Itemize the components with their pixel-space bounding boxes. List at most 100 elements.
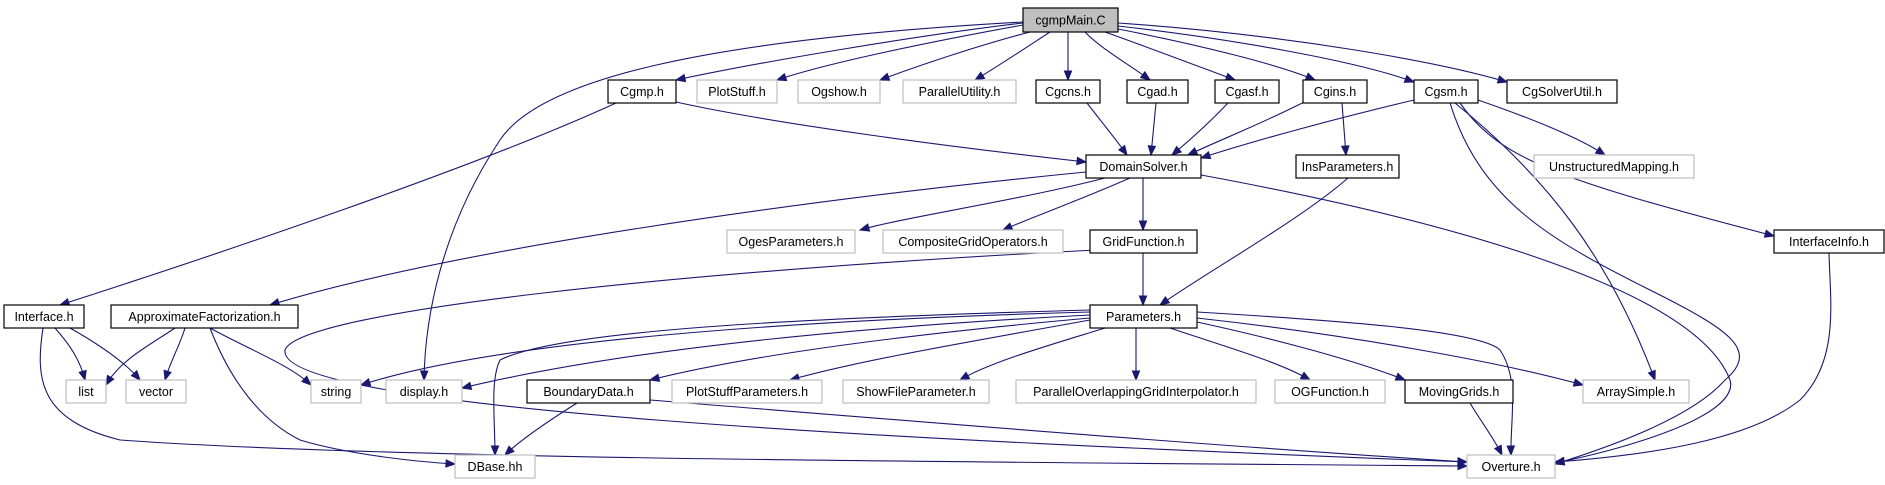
edge-cgins-to-domainsolver [1186,99,1309,156]
node-box [607,79,677,104]
arrowhead-icon [78,369,87,382]
edge-line [493,309,1091,456]
arrowhead-icon [878,72,891,81]
edge-interfaceinfo-to-overture [1553,252,1832,466]
node-parameters[interactable]: Parameters.h [1089,304,1198,329]
edge-line [776,24,1024,81]
node-cgsm[interactable]: Cgsm.h [1413,79,1479,104]
node-interfaceinfo[interactable]: InterfaceInfo.h [1773,229,1885,254]
edge-line [1086,102,1128,156]
node-box [1413,79,1479,104]
node-box [1126,79,1189,104]
arrowhead-icon [130,369,141,382]
arrowhead-icon [1594,146,1607,156]
edge-cgasf-to-domainsolver [1170,102,1229,156]
arrowhead-icon [1340,145,1350,157]
node-movinggrids[interactable]: MovingGrids.h [1404,379,1514,404]
node-label: UnstructuredMapping.h [1549,160,1679,174]
node-cgcns[interactable]: Cgcns.h [1035,79,1101,104]
edge-line [1554,252,1832,463]
node-ogshow: Ogshow.h [797,79,881,104]
edge-line [1117,28,1316,81]
arrowhead-icon [504,445,515,456]
node-label: Cgmp.h [620,85,664,99]
node-box [1274,379,1386,404]
arrowhead-icon [1493,444,1503,457]
arrowhead-icon [490,445,500,457]
edge-line [39,327,1468,467]
arrowhead-icon [1138,295,1148,307]
arrowhead-icon [1224,72,1237,81]
node-label: DomainSolver.h [1099,160,1187,174]
edge-line [1171,102,1229,156]
node-cgsolverutil[interactable]: CgSolverUtil.h [1506,79,1618,104]
node-box [696,79,778,104]
edge-line [1187,99,1309,156]
node-cgins[interactable]: Cgins.h [1302,79,1368,104]
node-box [1085,154,1202,179]
edge-line [209,327,456,465]
edge-layer [39,21,1832,471]
edge-line [649,317,1091,381]
edge-domainsolver-to-overture [1200,174,1732,466]
arrowhead-icon [163,369,172,382]
edge-parameters-to-parallelogi [1131,328,1141,382]
node-cgmp[interactable]: Cgmp.h [607,79,677,104]
node-box [385,379,463,404]
node-compositegridoperators: CompositeGridOperators.h [882,229,1064,254]
node-label: PlotStuffParameters.h [686,385,808,399]
arrowhead-icon [1496,75,1509,84]
arrowhead-icon [1138,220,1148,232]
edge-parameters-to-movinggrids [1196,321,1407,381]
edge-parameters-to-string [359,311,1091,387]
edge-cgmpmain-to-plotstuff [775,24,1024,82]
node-box [526,379,651,404]
edge-cgins-to-insparameters [1340,102,1350,157]
edge-approximatefactorization-to-list [105,327,176,387]
arrowhead-icon [1158,296,1171,306]
node-label: Cgcns.h [1045,85,1091,99]
edge-approximatefactorization-to-string [209,327,313,386]
node-approximatefactorization[interactable]: ApproximateFactorization.h [110,304,299,329]
arrowhead-icon [1304,72,1317,81]
edge-line [675,101,1087,163]
edge-cgsm-to-domainsolver [1199,99,1415,160]
node-boundarydata[interactable]: BoundaryData.h [526,379,651,404]
node-label: cgmpMain.C [1035,14,1105,28]
edge-line [423,21,1024,381]
node-domainsolver[interactable]: DomainSolver.h [1085,154,1202,179]
edge-domainsolver-to-ogesparameters [858,177,1106,232]
edge-cgsm-to-unstructuredmapping [1477,99,1607,156]
node-box [797,79,881,104]
node-ogesparameters: OgesParameters.h [726,229,856,254]
edge-insparameters-to-parameters [1158,177,1349,306]
arrowhead-icon [359,377,372,387]
node-gridfunction[interactable]: GridFunction.h [1089,229,1198,254]
node-box [671,379,823,404]
node-cgad[interactable]: Cgad.h [1126,79,1189,104]
node-box [1506,79,1618,104]
node-label: ArraySimple.h [1597,385,1676,399]
edge-cgmp-to-interface [58,102,617,307]
node-cgmpmain[interactable]: cgmpMain.C [1022,7,1119,33]
edge-line [879,31,1031,81]
edge-boundarydata-to-dbase [504,402,578,456]
node-label: list [78,385,94,399]
node-box [902,79,1017,104]
node-display: display.h [385,379,463,404]
edge-gridfunction-to-overture [284,249,1469,466]
edge-cgmpmain-to-cgmp [674,22,1024,83]
edge-line [284,249,1468,463]
node-overture: Overture.h [1466,454,1556,479]
node-box [454,454,536,479]
node-plotstuff: PlotStuff.h [696,79,778,104]
edge-line [1104,31,1236,81]
node-cgasf[interactable]: Cgasf.h [1214,79,1280,104]
node-interface[interactable]: Interface.h [3,304,85,329]
edge-line [649,399,1468,463]
node-insparameters[interactable]: InsParameters.h [1295,154,1400,179]
edge-cgmpmain-to-cgcns [1063,32,1073,82]
arrowhead-icon [1647,369,1656,382]
